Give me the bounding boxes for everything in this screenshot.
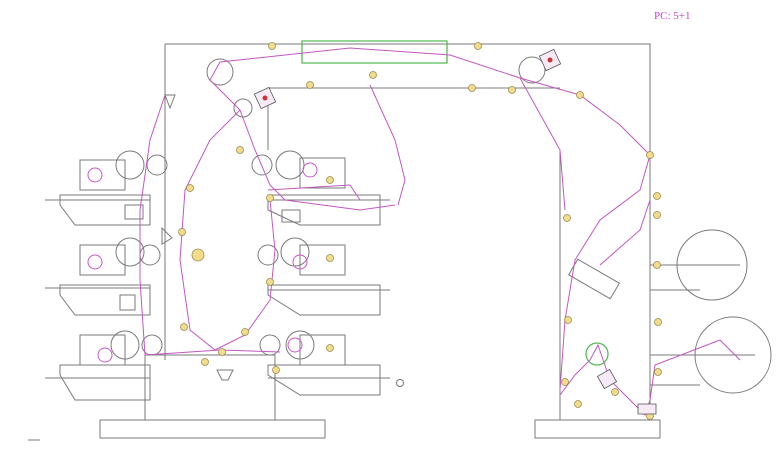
impression-cylinder xyxy=(252,155,272,175)
idler-roller xyxy=(237,147,244,154)
top-dryer-box xyxy=(302,41,447,63)
idler-roller xyxy=(192,249,204,261)
idler-roller xyxy=(475,43,482,50)
impression-cylinder xyxy=(258,245,278,265)
idler-roller xyxy=(219,349,226,356)
idler-roller xyxy=(269,43,276,50)
web-path xyxy=(240,110,395,210)
right-deck-2 xyxy=(268,245,390,315)
ink-roller xyxy=(288,338,302,352)
impression-cylinder xyxy=(140,245,160,265)
idler-roller xyxy=(575,401,582,408)
idler-roller xyxy=(509,87,516,94)
idler-roller xyxy=(267,279,274,286)
idler-roller xyxy=(327,345,334,352)
idler-roller xyxy=(267,195,274,202)
center-body xyxy=(145,355,275,420)
idler-roller xyxy=(307,82,314,89)
plate-cylinder xyxy=(281,238,309,266)
idler-roller xyxy=(202,359,209,366)
ink-roller xyxy=(88,255,102,269)
left-deck-2 xyxy=(45,245,150,315)
idler-roller xyxy=(654,212,661,219)
plate-cylinder xyxy=(276,151,304,179)
idler-roller xyxy=(654,262,661,269)
impression-cylinder xyxy=(147,155,167,175)
left-deck-3 xyxy=(45,335,150,400)
idler-roller xyxy=(242,329,249,336)
idler-roller xyxy=(612,389,619,396)
web-path xyxy=(180,110,275,350)
highlight-roller xyxy=(586,343,608,365)
web-path xyxy=(560,155,650,390)
plate-cylinder xyxy=(116,151,144,179)
idler-roller xyxy=(654,193,661,200)
left-deck-1 xyxy=(45,160,150,225)
small-idler xyxy=(397,380,404,387)
sensor-unit xyxy=(638,404,656,414)
idler-roller xyxy=(564,215,571,222)
idler-roller xyxy=(562,379,569,386)
idler-roller xyxy=(187,185,194,192)
idler-roller xyxy=(327,255,334,262)
doctor-blade xyxy=(162,228,172,244)
ink-roller xyxy=(98,348,112,362)
idler-roller xyxy=(179,229,186,236)
doctor-blade xyxy=(165,95,175,108)
idler-roller xyxy=(655,319,662,326)
idler-roller xyxy=(181,324,188,331)
web-path xyxy=(600,200,650,265)
small-guide-roller xyxy=(234,99,252,117)
web-path xyxy=(268,185,360,200)
dryer-tube xyxy=(569,259,620,299)
idler-roller xyxy=(647,152,654,159)
ink-roller xyxy=(303,163,317,177)
idler-roller xyxy=(273,367,280,374)
web-path xyxy=(520,78,565,210)
idler-roller xyxy=(565,317,572,324)
left-base xyxy=(100,420,325,438)
doctor-blade xyxy=(217,370,233,380)
right-base xyxy=(535,420,660,438)
plate-cylinder xyxy=(111,331,139,359)
ink-roller xyxy=(88,168,102,182)
ink-roller xyxy=(293,255,307,269)
top-drum-right xyxy=(519,57,545,83)
plate-cylinder xyxy=(116,238,144,266)
pc-label: PC: 5+1 xyxy=(654,10,691,22)
idler-roller xyxy=(469,85,476,92)
right-deck-3 xyxy=(268,335,390,395)
idler-roller xyxy=(655,369,662,376)
sensor-indicator xyxy=(547,57,553,63)
idler-roller xyxy=(577,92,584,99)
top-drum-left xyxy=(207,59,233,85)
web-path xyxy=(370,85,405,205)
central-frame xyxy=(165,44,650,160)
idler-roller xyxy=(370,72,377,79)
plate-cylinder xyxy=(286,331,314,359)
sensor-indicator xyxy=(262,95,268,101)
right-deck-1 xyxy=(268,158,390,225)
impression-cylinder xyxy=(260,335,280,355)
idler-roller xyxy=(327,177,334,184)
web-path xyxy=(210,48,650,155)
sensor-unit xyxy=(597,369,616,388)
web-path xyxy=(140,95,165,355)
web-path xyxy=(560,340,740,415)
